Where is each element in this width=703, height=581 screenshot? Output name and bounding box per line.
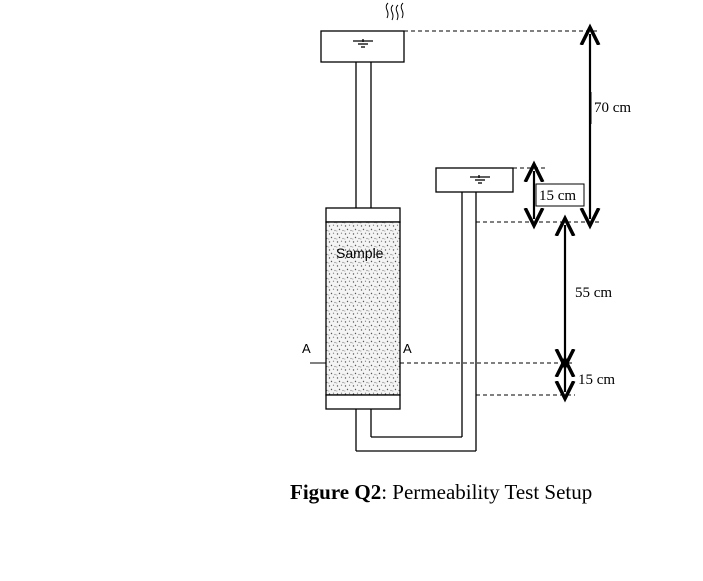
sample-chamber	[325, 207, 401, 410]
dim-15cm-upper-label: 15 cm	[539, 188, 576, 204]
section-label-right: A	[403, 341, 412, 356]
figure-id: Figure Q2	[290, 480, 382, 504]
lower-reservoir	[435, 167, 514, 193]
dim-70cm-label: 70 cm	[594, 100, 631, 116]
reference-dashed-lines	[400, 30, 600, 396]
dim-15cm-lower-label: 15 cm	[578, 372, 615, 388]
dim-15cm-upper-label-box: 15 cm	[535, 183, 585, 207]
dim-55cm-label: 55 cm	[575, 285, 612, 301]
upper-reservoir	[320, 30, 405, 63]
sample-label: Sample	[336, 245, 384, 261]
figure-separator: :	[381, 480, 388, 504]
bottom-u-tube	[355, 191, 477, 452]
inflow-lines	[385, 2, 404, 21]
figure-title: Permeability Test Setup	[387, 480, 593, 504]
section-label-left: A	[302, 341, 311, 356]
dimension-arrows	[534, 34, 590, 392]
dim-70cm-label-box: 70 cm	[590, 92, 631, 124]
upper-tube	[355, 62, 372, 208]
figure-caption: Figure Q2: Permeability Test Setup	[290, 480, 592, 505]
